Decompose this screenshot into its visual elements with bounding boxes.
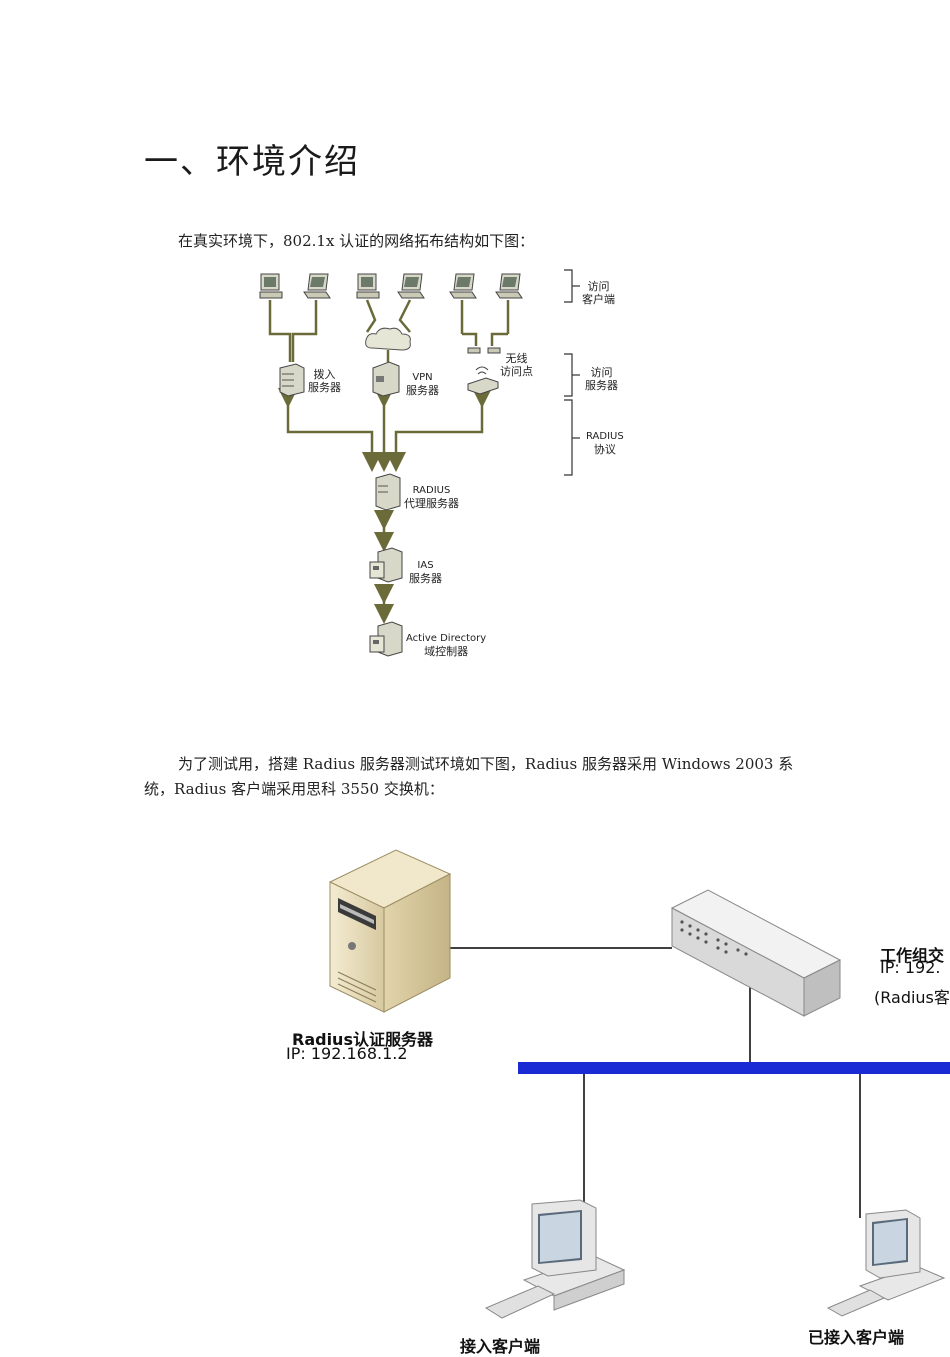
switch-ip: IP: 192. <box>880 958 941 977</box>
laptop-icon <box>449 273 477 299</box>
dialup-server-label: 拨入服务器 <box>308 368 341 394</box>
intro-paragraph: 在真实环境下，802.1x 认证的网络拓布结构如下图： <box>178 232 535 250</box>
radius-server-name: Radius认证服务器 <box>292 1030 433 1049</box>
server-icon <box>375 473 401 511</box>
test-env-paragraph-line1: 为了测试用，搭建 Radius 服务器测试环境如下图，Radius 服务器采用 … <box>178 755 794 773</box>
section-heading: 一、环境介绍 <box>144 142 360 182</box>
laptop-icon <box>495 273 523 299</box>
test-env-paragraph-line2: 统，Radius 客户端采用思科 3550 交换机： <box>144 780 444 798</box>
access-servers-label: 访问服务器 <box>585 366 618 392</box>
switch-name: 工作组交 <box>880 946 945 965</box>
laptop-icon <box>303 273 331 299</box>
desktop-icon <box>259 273 283 299</box>
access-clients-label: 访问客户端 <box>582 280 615 306</box>
connected-client-computer-icon <box>826 1209 946 1317</box>
radius-server-ip: IP: 192.168.1.2 <box>286 1044 408 1063</box>
laptop-icon <box>397 273 425 299</box>
wireless-antenna-icon <box>467 347 501 354</box>
wireless-access-point-icon <box>467 366 499 395</box>
client-computer-icon <box>484 1199 626 1319</box>
server-icon <box>369 547 403 583</box>
client-connected-label: 已接入客户端 <box>808 1328 905 1347</box>
server-icon <box>279 363 305 397</box>
wireless-ap-label: 无线访问点 <box>500 352 533 378</box>
radius-server-icon <box>328 849 452 1013</box>
domain-controller-icon <box>369 621 403 657</box>
cloud-icon <box>365 327 411 351</box>
client-new-label: 接入客户端 <box>460 1337 541 1356</box>
switch-icon <box>670 889 842 1017</box>
desktop-icon <box>356 273 380 299</box>
server-icon <box>372 361 400 397</box>
switch-role: (Radius客 <box>874 988 950 1007</box>
